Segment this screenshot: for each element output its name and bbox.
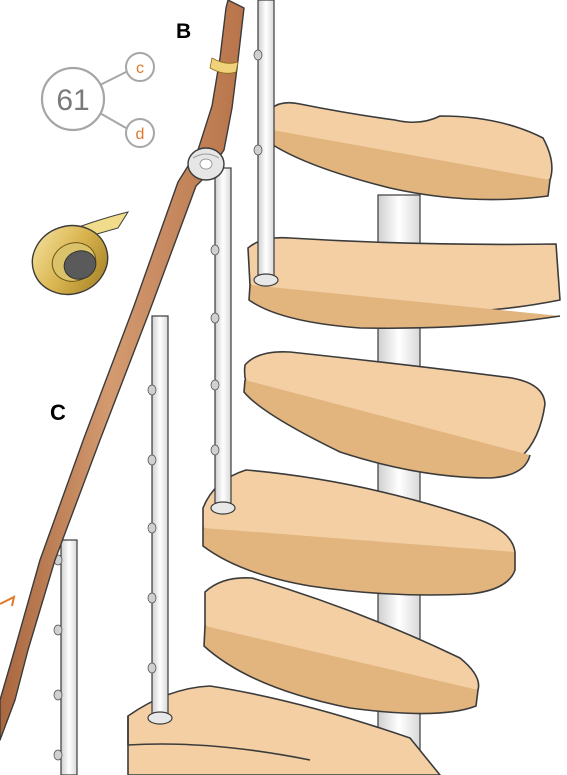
baluster-4 xyxy=(254,0,278,286)
step-callout: 61 c d xyxy=(42,53,154,147)
baluster-3 xyxy=(211,168,235,514)
step-number-circle: 61 xyxy=(42,68,104,130)
orange-leader-mark xyxy=(0,597,14,606)
substep-c-circle: c xyxy=(126,53,154,81)
substep-d-circle: d xyxy=(126,119,154,147)
tread-2 xyxy=(248,238,560,329)
stair-treads xyxy=(128,103,560,775)
tread-1 xyxy=(272,103,552,200)
substep-d-label: d xyxy=(136,126,145,143)
tread-4 xyxy=(203,470,515,595)
elbow-joint xyxy=(188,148,224,180)
adhesive-tape-roll-icon xyxy=(23,212,128,304)
substep-c-label: c xyxy=(136,60,144,77)
step-number: 61 xyxy=(56,84,89,117)
tread-3 xyxy=(244,352,545,478)
baluster-1 xyxy=(61,540,77,775)
part-label-c: C xyxy=(50,400,66,425)
part-label-b: B xyxy=(176,20,191,43)
